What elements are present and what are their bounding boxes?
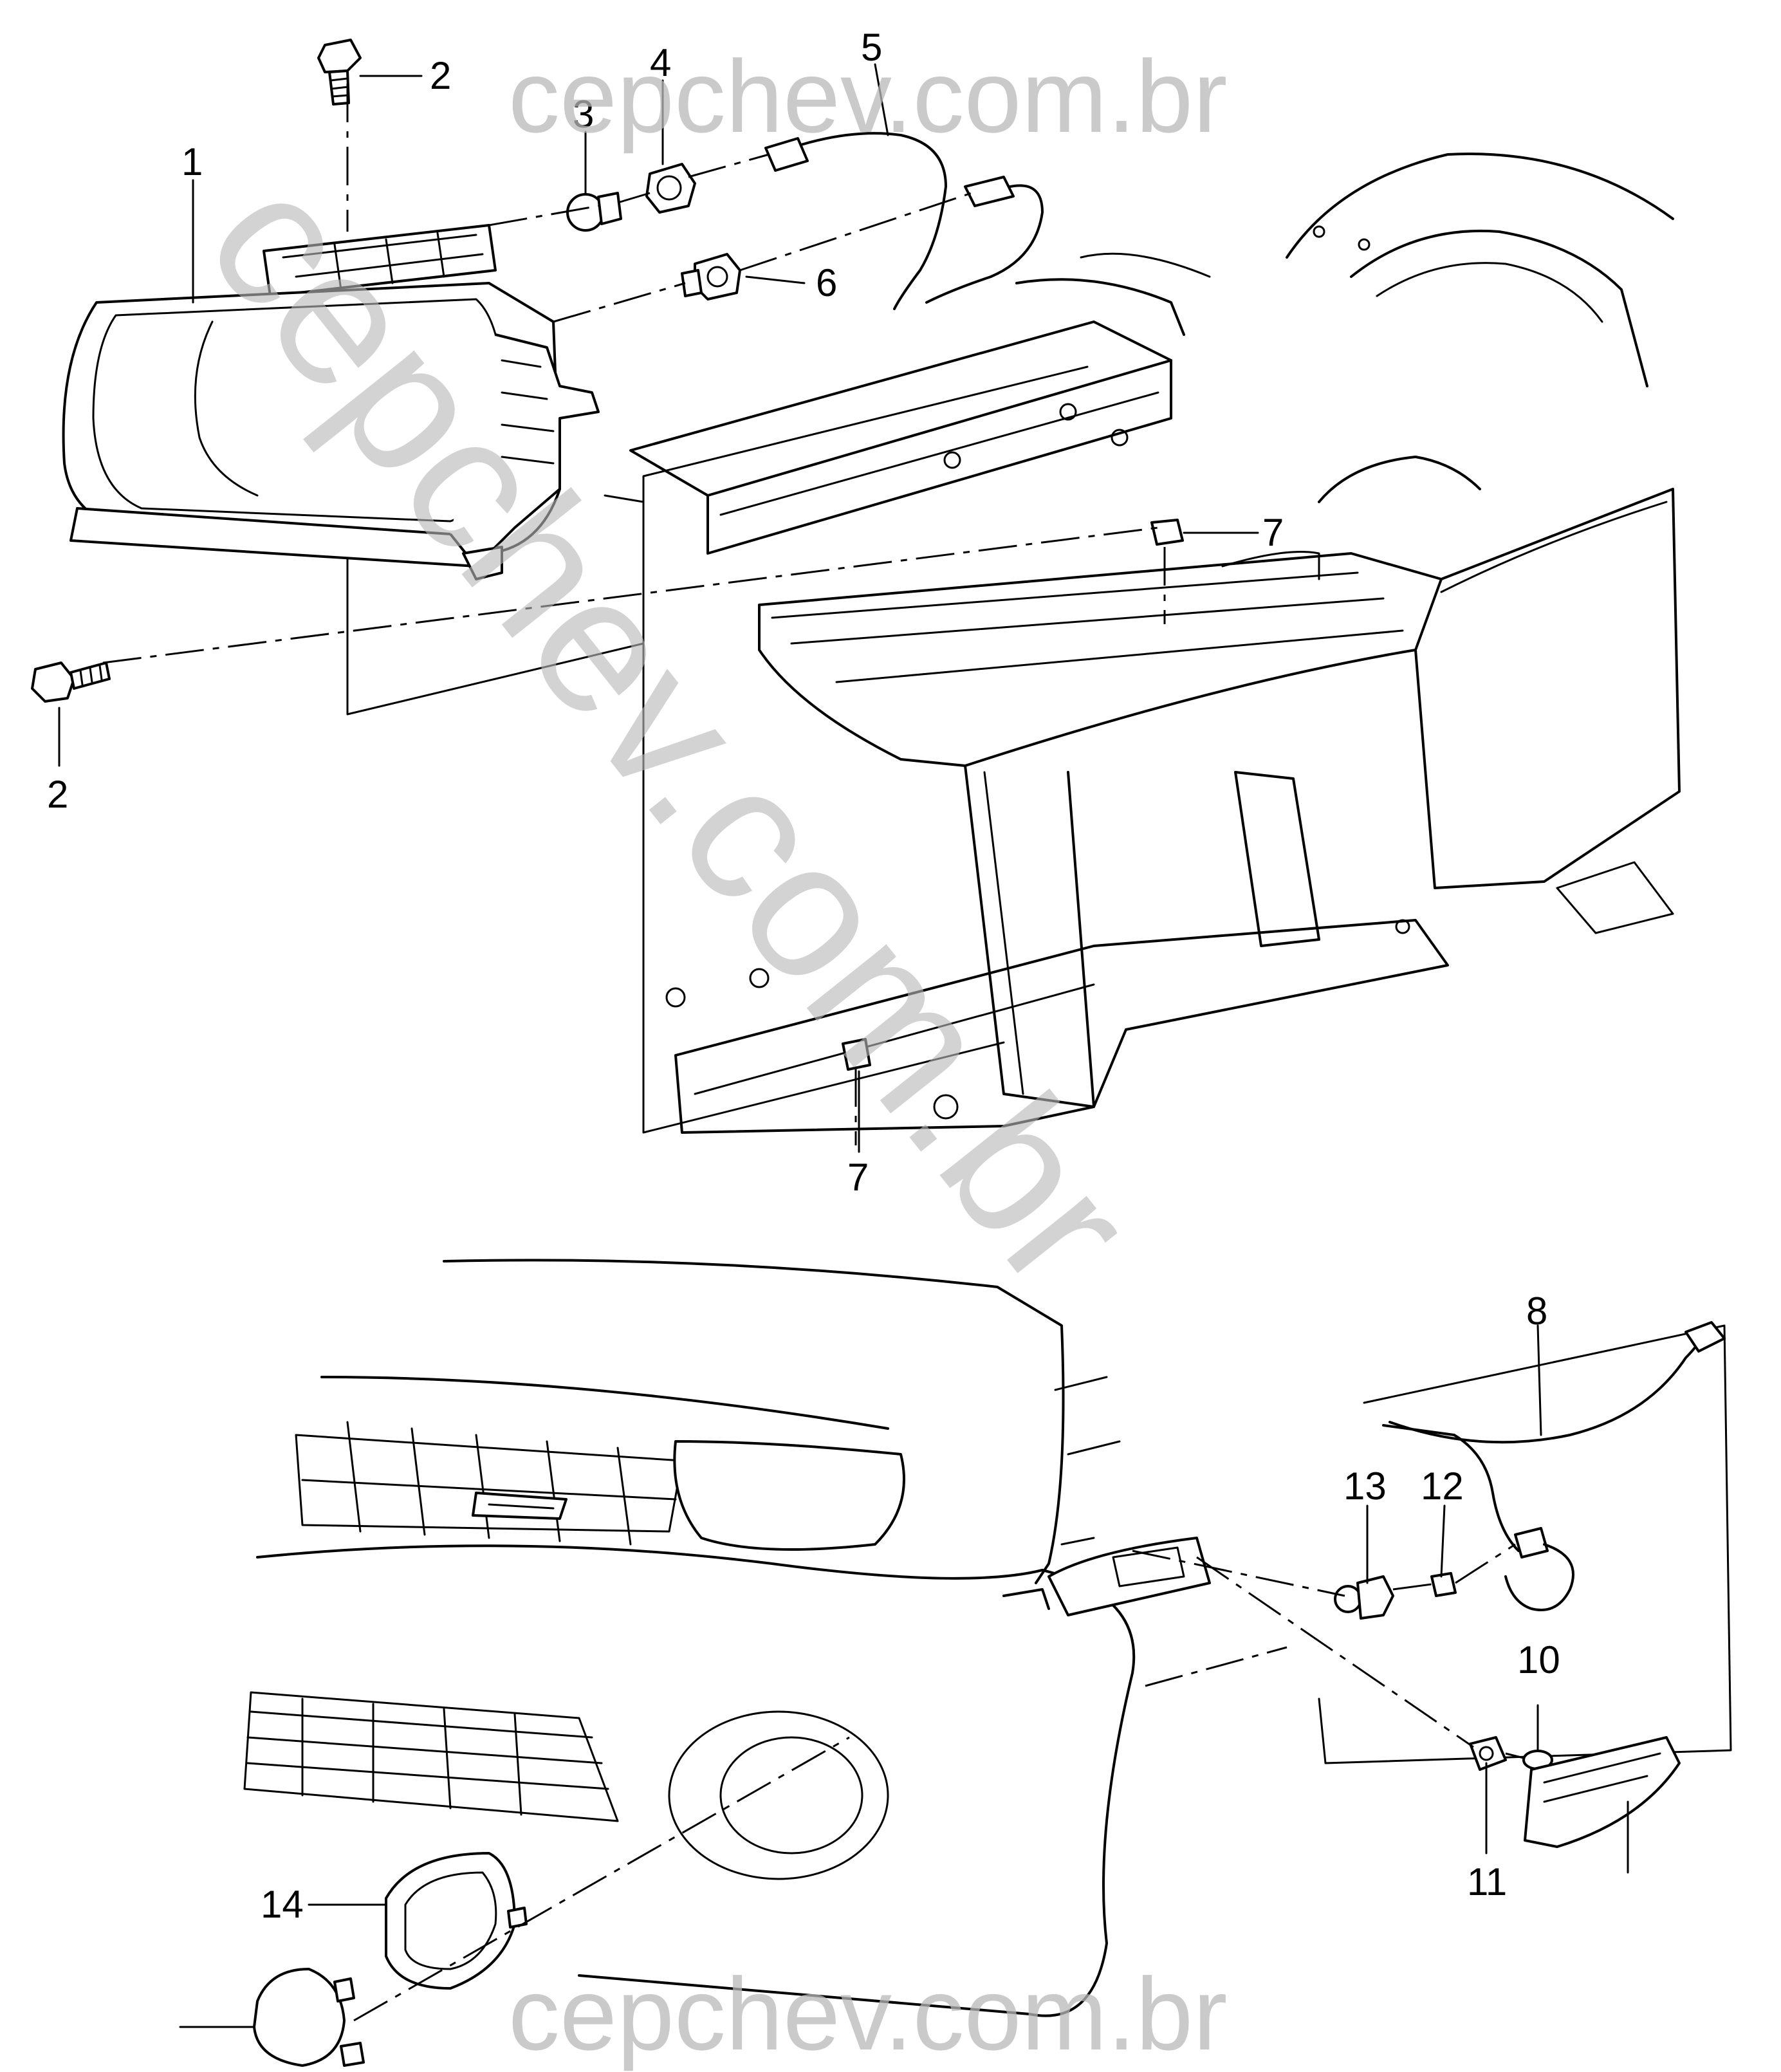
callout-1: 1 [181, 140, 203, 183]
retainer-clip-upper-icon [1150, 519, 1184, 546]
alignment-lines [102, 84, 1524, 2022]
callout-7-upper: 7 [1262, 511, 1284, 554]
bulb-socket-icon [645, 163, 696, 214]
watermark-top: cepchev.com.br [508, 39, 1228, 154]
side-marker-socket-icon [1334, 1575, 1394, 1620]
bolt-side-icon [31, 661, 111, 703]
callout-14: 14 [261, 1883, 304, 1926]
callout-6: 6 [816, 261, 837, 304]
callout-5: 5 [861, 26, 882, 69]
callout-4: 4 [650, 41, 671, 84]
headlamp-assembly [62, 224, 645, 716]
bulb-icon [566, 192, 622, 232]
callout-13: 13 [1343, 1465, 1387, 1508]
bolt-top-icon [317, 39, 362, 106]
callout-2-top: 2 [430, 54, 451, 97]
low-beam-bulb-icon [681, 253, 741, 301]
watermark-diagonal: cepchev.com.br [167, 136, 1176, 1326]
callout-12: 12 [1421, 1465, 1464, 1508]
callout-7-lower: 7 [847, 1156, 869, 1199]
side-marker-lamp-icon [1524, 1736, 1681, 1848]
headlamp-harness [764, 132, 1044, 310]
callout-labels: 1 2 2 3 4 5 6 7 7 8 10 11 12 13 14 [47, 26, 1560, 1926]
leader-lines [58, 63, 1629, 2028]
side-marker-bulb-icon [1430, 1572, 1457, 1597]
fog-lamp-icon [253, 1968, 365, 2067]
front-bumper-fascia [243, 1259, 1211, 2017]
callout-2-side: 2 [47, 773, 68, 816]
callout-10: 10 [1517, 1638, 1560, 1681]
callout-3: 3 [573, 93, 594, 136]
side-marker-harness [1318, 1321, 1732, 1764]
callout-8: 8 [1526, 1290, 1547, 1333]
retainer-clip-lower-icon [842, 1038, 871, 1071]
front-end-structure [629, 153, 1681, 1134]
callout-11: 11 [1467, 1860, 1507, 1903]
marker-socket-icon [1469, 1736, 1507, 1771]
watermarks: cepchev.com.br cepchev.com.br cepchev.co… [167, 39, 1228, 2071]
watermark-bottom: cepchev.com.br [508, 1956, 1228, 2071]
fog-lamp-bezel-icon [385, 1852, 528, 1990]
